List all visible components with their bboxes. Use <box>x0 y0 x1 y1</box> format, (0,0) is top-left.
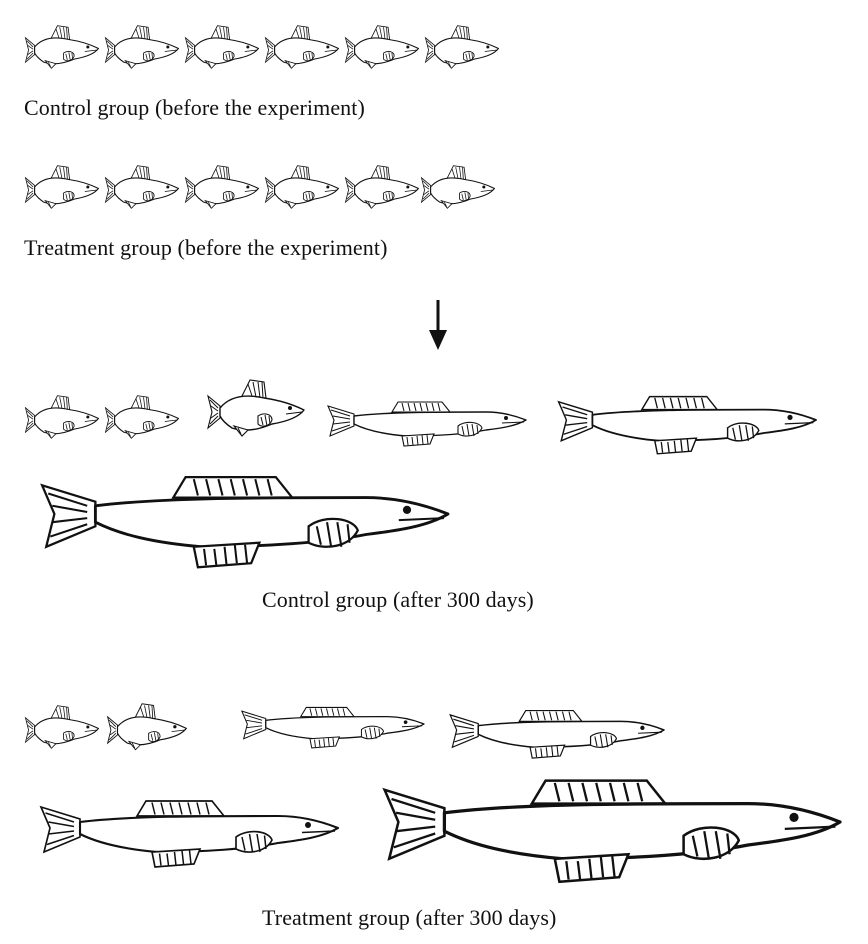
treatment-before-fish-row <box>24 165 496 209</box>
fish-icon <box>344 25 420 69</box>
fish-icon <box>207 379 305 437</box>
fish-icon <box>184 165 260 209</box>
fish-icon <box>264 25 340 69</box>
treatment-after-caption: Treatment group (after 300 days) <box>262 905 557 930</box>
fish-icon <box>39 799 340 869</box>
fish-icon <box>420 165 496 209</box>
fish-icon <box>241 706 425 749</box>
fish-icon <box>104 25 180 69</box>
treatment-after-fish-row <box>24 703 842 884</box>
fish-icon <box>424 25 500 69</box>
control-before-fish-row <box>24 25 500 69</box>
fish-icon <box>327 401 527 447</box>
fish-icon <box>557 395 817 455</box>
control-after-fish-row <box>24 379 817 569</box>
fish-icon <box>104 395 180 439</box>
fish-icon <box>107 703 187 751</box>
fish-icon <box>24 165 100 209</box>
fish-icon <box>104 165 180 209</box>
fish-icon <box>344 165 420 209</box>
fish-icon <box>382 778 842 884</box>
fish-icon <box>449 709 665 759</box>
treatment-before-caption: Treatment group (before the experiment) <box>24 235 388 260</box>
control-before-caption: Control group (before the experiment) <box>24 95 365 120</box>
fish-icon <box>24 705 100 749</box>
control-after-caption: Control group (after 300 days) <box>262 587 534 612</box>
fish-icon <box>24 25 100 69</box>
fish-icon <box>24 395 100 439</box>
fish-icon <box>184 25 260 69</box>
down-arrow-icon <box>429 300 447 350</box>
fish-icon <box>40 475 450 569</box>
fish-icon <box>264 165 340 209</box>
